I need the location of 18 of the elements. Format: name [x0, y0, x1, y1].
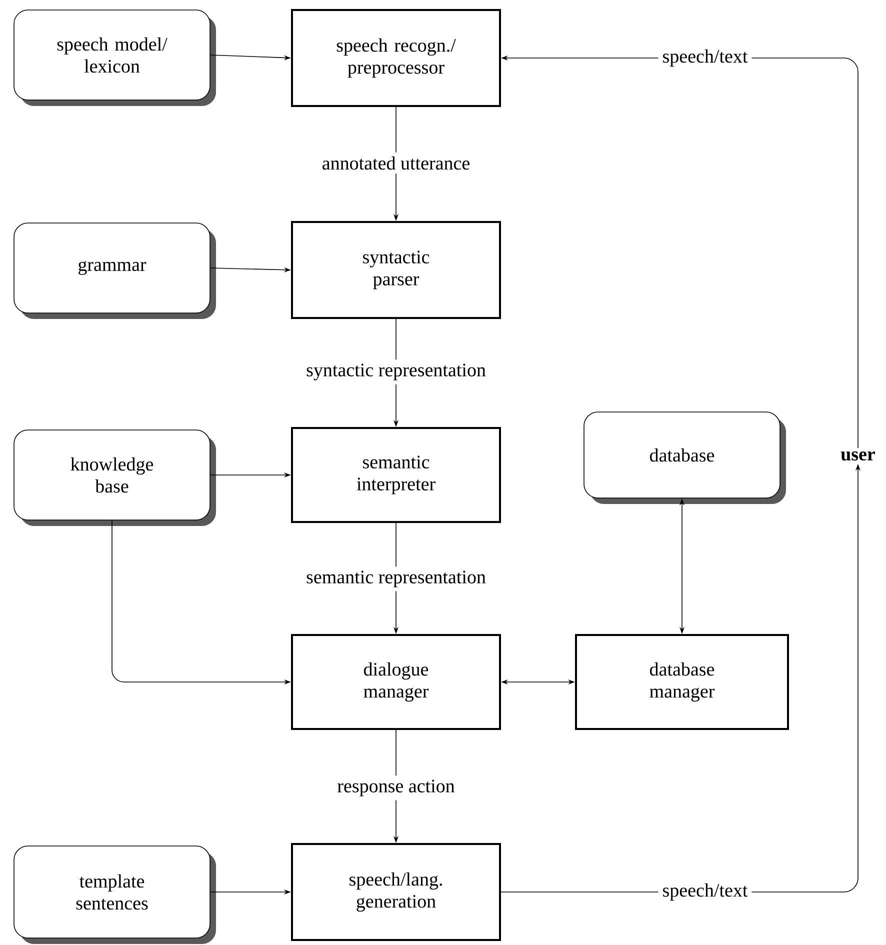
process-box: speech recogn./ preprocessor — [291, 9, 501, 107]
node-label: user — [840, 451, 875, 461]
edge-label: speech/text — [658, 45, 752, 71]
process-box: syntactic parser — [291, 221, 501, 319]
process-box: semantic interpreter — [291, 427, 501, 523]
rounded-box: grammar — [14, 222, 216, 319]
process-box: database manager — [575, 634, 789, 730]
edge-label: syntactic representation — [302, 360, 490, 384]
rounded-box: template sentences — [14, 846, 216, 944]
process-box: dialogue manager — [291, 634, 501, 730]
rounded-box: knowledge base — [14, 430, 216, 526]
edge-label: annotated utterance — [318, 152, 474, 174]
edge-label: semantic representation — [302, 566, 490, 592]
edge-label: speech/text — [658, 879, 752, 905]
edge-label: response action — [333, 776, 459, 800]
rounded-box: speech model/ lexicon — [14, 10, 216, 106]
rounded-box: database — [584, 412, 786, 504]
process-box: speech/lang. generation — [291, 843, 501, 941]
